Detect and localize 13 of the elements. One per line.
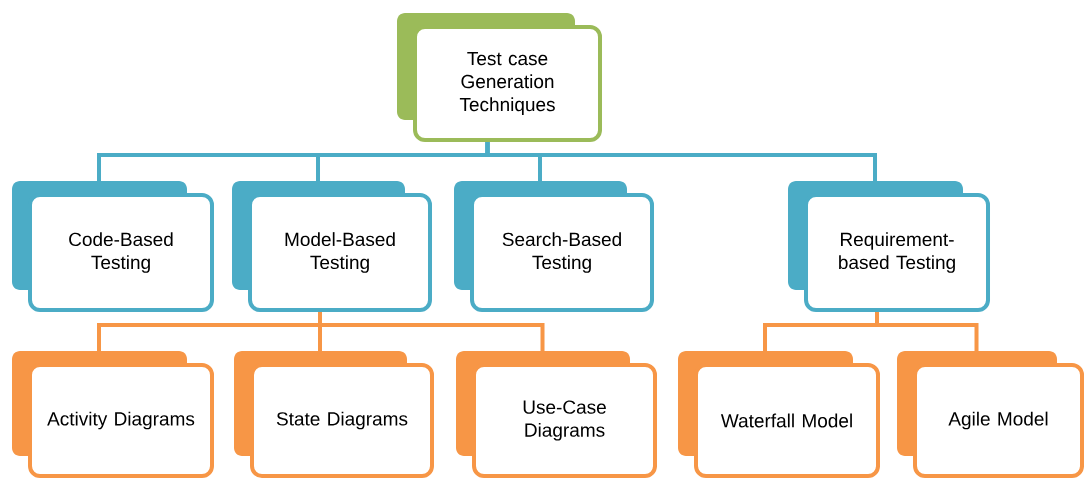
tabbed-box: Search-Based Testing: [454, 181, 654, 312]
tabbed-box: Use-Case Diagrams: [456, 351, 657, 478]
tabbed-box: Requirement-based Testing: [788, 181, 990, 312]
tabbed-box: Code-Based Testing: [12, 181, 214, 312]
connector-line: [875, 310, 979, 351]
tabbed-box: Agile Model: [897, 351, 1084, 478]
tabbed-box: Waterfall Model: [678, 351, 880, 478]
connector-line: [318, 310, 545, 351]
tabbed-box: State Diagrams: [234, 351, 434, 478]
connector-line: [485, 140, 877, 181]
tabbed-box: Model-Based Testing: [232, 181, 432, 312]
tabbed-box: Activity Diagrams: [12, 351, 214, 478]
tabbed-box: Test case Generation Techniques: [397, 13, 602, 142]
